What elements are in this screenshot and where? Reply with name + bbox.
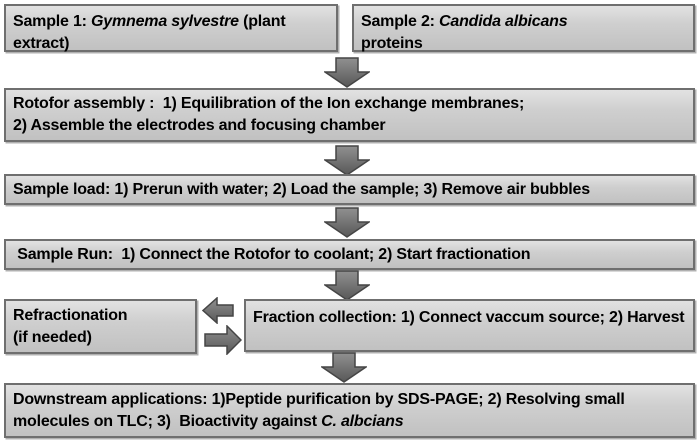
node-refractionation-line1: Refractionation	[13, 306, 128, 324]
arrow-down-2-icon	[324, 145, 370, 176]
node-sample-load: Sample load: 1) Prerun with water; 2) Lo…	[4, 174, 695, 205]
node-fraction-collection-text: Fraction collection: 1) Connect vaccum s…	[253, 309, 685, 326]
node-downstream: Downstream applications: 1)Peptide purif…	[4, 383, 695, 438]
node-sample-load-text: Sample load: 1) Prerun with water; 2) Lo…	[13, 180, 590, 198]
node-rotofor-assembly: Rotofor assembly : 1) Equilibration of t…	[4, 88, 695, 142]
arrow-down-1-icon	[324, 57, 370, 88]
arrow-down-4-icon	[324, 270, 370, 301]
node-rotofor-line1: Rotofor assembly : 1) Equilibration of t…	[13, 95, 525, 112]
arrow-down-3-icon	[324, 207, 370, 238]
node-refractionation-line2: (if needed)	[13, 328, 92, 346]
node-downstream-line1: Downstream applications: 1)Peptide purif…	[13, 390, 625, 408]
node-downstream-line2: molecules on TLC; 3) Bioactivity against…	[13, 412, 404, 430]
arrow-right-icon	[204, 325, 242, 355]
node-refractionation: Refractionation (if needed)	[4, 299, 197, 354]
node-rotofor-line2: 2) Assemble the electrodes and focusing …	[13, 117, 386, 134]
arrow-down-5-icon	[321, 352, 367, 383]
node-fraction-collection: Fraction collection: 1) Connect vaccum s…	[244, 299, 695, 352]
node-sample-run: Sample Run: 1) Connect the Rotofor to co…	[4, 239, 695, 270]
arrow-left-icon	[202, 297, 234, 324]
node-sample-run-text: Sample Run: 1) Connect the Rotofor to co…	[13, 245, 531, 263]
